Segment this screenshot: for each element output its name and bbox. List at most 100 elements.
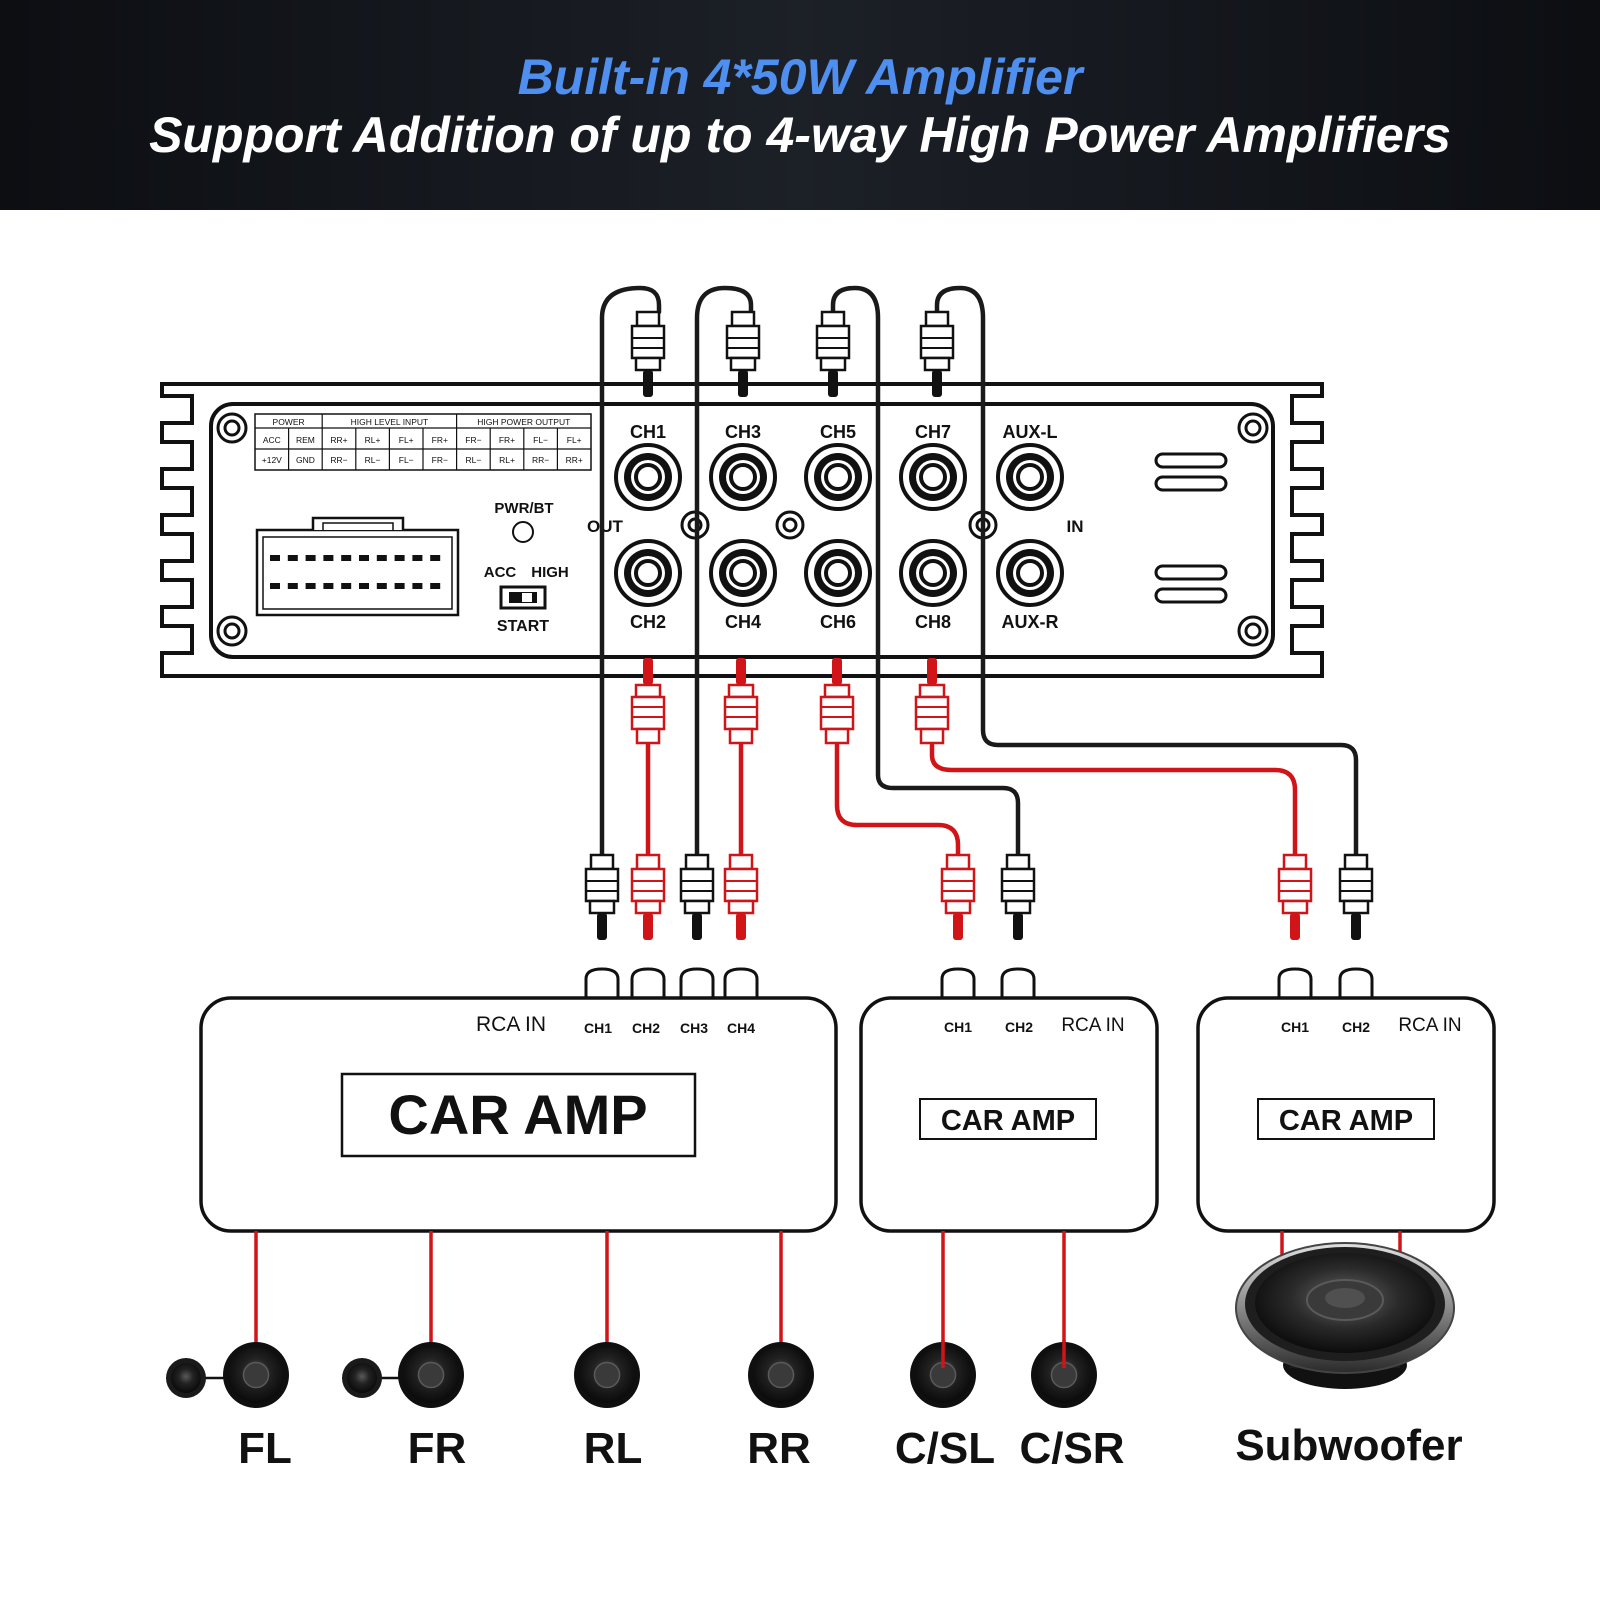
terminal-label: +12V xyxy=(262,455,282,465)
harness-pin xyxy=(394,583,405,589)
screw-icon xyxy=(216,615,248,647)
jack-label: CH4 xyxy=(725,612,761,632)
tweeter-fl xyxy=(166,1358,206,1398)
terminal-label: REM xyxy=(296,435,315,445)
rca-plug-bottom-3 xyxy=(914,658,950,745)
jack-label: CH5 xyxy=(820,422,856,442)
car-amp-1: RCA IN CH1 CH2 CH3 CH4 CAR AMP xyxy=(199,967,838,1233)
subwoofer-speaker xyxy=(1235,1242,1455,1389)
rca-plug-amp-5 xyxy=(1000,853,1036,940)
speaker-fl xyxy=(223,1342,289,1408)
tweeter-fr xyxy=(342,1358,382,1398)
rca-plug-amp-3 xyxy=(723,853,759,940)
rca-plug-top-0 xyxy=(630,310,666,397)
jack-label: AUX-L xyxy=(1003,422,1058,442)
amp2-ch1-label: CH1 xyxy=(944,1019,972,1035)
terminal-label: FL+ xyxy=(567,435,582,445)
rca-jack-aux-l[interactable] xyxy=(996,443,1064,511)
pwr-bt-label: PWR/BT xyxy=(494,500,553,517)
terminal-label: FL+ xyxy=(399,435,414,445)
speaker-csl xyxy=(910,1342,976,1408)
car-amp-2: CH1 CH2 RCA IN CAR AMP xyxy=(859,967,1159,1233)
terminal-label: RL+ xyxy=(365,435,381,445)
speaker-csr xyxy=(1031,1342,1097,1408)
harness-pin xyxy=(359,555,369,561)
rca-jack-ch7[interactable] xyxy=(899,443,967,511)
jack-label: AUX-R xyxy=(1002,612,1059,632)
harness-pin xyxy=(394,555,405,561)
harness-pin xyxy=(376,583,387,589)
screw-icon xyxy=(775,510,805,540)
rca-jack-ch6[interactable] xyxy=(804,539,872,607)
harness-pin xyxy=(359,583,369,589)
speaker-label-subwoofer: Subwoofer xyxy=(1235,1421,1462,1470)
harness-pin xyxy=(412,555,423,561)
terminal-label: FR+ xyxy=(432,435,448,445)
amp3-name: CAR AMP xyxy=(1279,1105,1413,1137)
cable-ch1-to-amp1-ch1 xyxy=(599,285,662,858)
amp1-ch4-label: CH4 xyxy=(727,1020,755,1036)
jack-label: CH3 xyxy=(725,422,761,442)
terminal-label: RL− xyxy=(365,455,381,465)
screw-icon xyxy=(1237,615,1269,647)
harness-pin xyxy=(287,555,298,561)
amp2-name: CAR AMP xyxy=(941,1105,1075,1137)
jack-label: CH8 xyxy=(915,612,951,632)
speaker-label-csr: C/SR xyxy=(1019,1424,1124,1473)
harness-pin xyxy=(412,583,423,589)
jack-label: CH7 xyxy=(915,422,951,442)
rca-plug-top-1 xyxy=(725,310,761,397)
jack-label: CH6 xyxy=(820,612,856,632)
amp2-ch2-label: CH2 xyxy=(1005,1019,1033,1035)
terminal-group-label: HIGH POWER OUTPUT xyxy=(477,417,570,427)
rca-in-jacks xyxy=(1277,967,1374,998)
cable-ch6-to-amp2-ch1 xyxy=(834,742,961,858)
rca-plug-bottom-2 xyxy=(819,658,855,745)
in-label: IN xyxy=(1067,517,1084,536)
amp2-rca-in-label: RCA IN xyxy=(1061,1015,1124,1036)
rca-jack-ch3[interactable] xyxy=(709,443,777,511)
harness-pin xyxy=(305,583,316,589)
switch-start-label: START xyxy=(497,618,549,635)
pwr-bt-led xyxy=(512,521,534,543)
cable-ch5-to-amp2-ch2 xyxy=(830,285,1021,858)
rca-plug-amp-0 xyxy=(584,853,620,940)
speaker-label-rr: RR xyxy=(747,1424,811,1473)
rca-jack-ch2[interactable] xyxy=(614,539,682,607)
speaker-label-fr: FR xyxy=(408,1424,467,1473)
terminal-label: FL− xyxy=(399,455,414,465)
rca-jack-ch1[interactable] xyxy=(614,443,682,511)
rca-plug-bottom-0 xyxy=(630,658,666,745)
terminal-label: FR+ xyxy=(499,435,515,445)
start-mode-switch[interactable] xyxy=(499,585,547,610)
speaker-label-rl: RL xyxy=(584,1424,643,1473)
harness-pin xyxy=(270,583,280,589)
speaker-label-csl: C/SL xyxy=(895,1424,995,1473)
terminal-label: RL+ xyxy=(499,455,515,465)
rca-plug-amp-4 xyxy=(940,853,976,940)
terminal-label: RR− xyxy=(330,455,347,465)
harness-pin xyxy=(430,555,441,561)
amp3-ch2-label: CH2 xyxy=(1342,1019,1370,1035)
speaker-label-fl: FL xyxy=(238,1424,292,1473)
rca-plug-top-2 xyxy=(815,310,851,397)
cable-ch3-to-amp1-ch3 xyxy=(694,285,754,858)
speaker-rl xyxy=(574,1342,640,1408)
rca-jack-ch8[interactable] xyxy=(899,539,967,607)
rca-jack-ch5[interactable] xyxy=(804,443,872,511)
harness-pin xyxy=(323,583,334,589)
harness-pin xyxy=(305,555,316,561)
cable-ch8-to-amp3-ch1 xyxy=(929,742,1298,858)
terminal-label: FR− xyxy=(465,435,481,445)
jack-label: CH2 xyxy=(630,612,666,632)
switch-acc-label: ACC xyxy=(484,564,517,581)
rca-jack-ch4[interactable] xyxy=(709,539,777,607)
rca-jack-aux-r[interactable] xyxy=(996,539,1064,607)
terminal-label: FL− xyxy=(533,435,548,445)
amp3-ch1-label: CH1 xyxy=(1281,1019,1309,1035)
harness-pin xyxy=(270,555,280,561)
amp3-rca-in-label: RCA IN xyxy=(1398,1015,1461,1036)
harness-pin xyxy=(376,555,387,561)
